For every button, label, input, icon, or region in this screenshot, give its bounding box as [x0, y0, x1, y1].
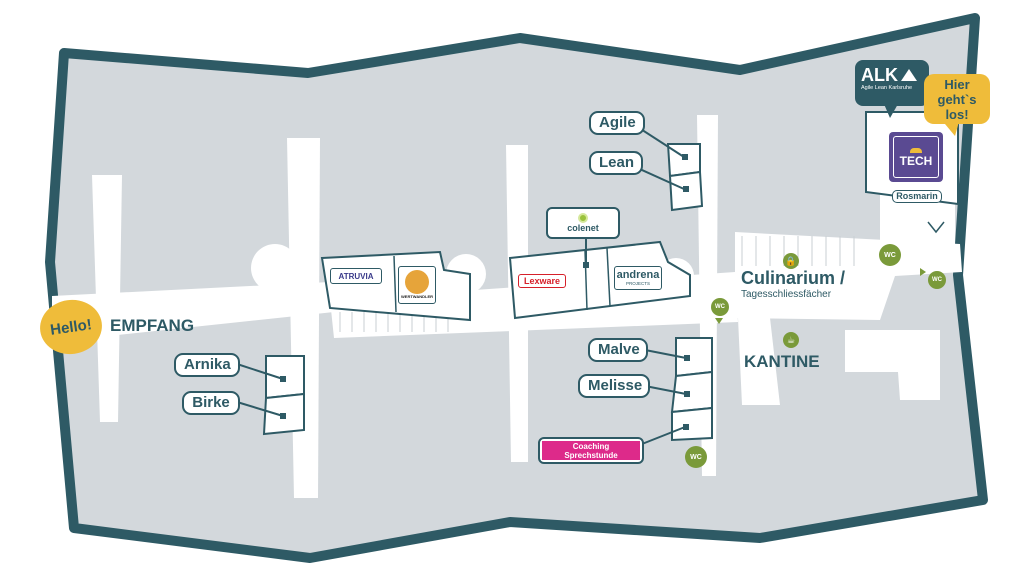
- arrow-down-icon: [715, 318, 723, 324]
- logo-wertwandler[interactable]: WERTWANDLER: [398, 266, 436, 304]
- coffee-cup-icon: ☕: [783, 332, 799, 348]
- start-bubble: Hier geht`s los!: [924, 74, 990, 124]
- coaching-line-2: Sprechstunde: [564, 450, 618, 460]
- hatch-areas: [339, 236, 855, 332]
- tech-badge[interactable]: TECH: [889, 132, 943, 182]
- colenet-text: colenet: [567, 223, 599, 233]
- wc-icon-center: WC: [711, 298, 729, 316]
- wertwandler-text: WERTWANDLER: [401, 294, 433, 299]
- atruvia-text: ATRUVIA: [338, 271, 374, 281]
- room-coaching: [671, 406, 713, 442]
- room-label-melisse[interactable]: Melisse: [578, 374, 650, 398]
- logo-colenet[interactable]: colenet: [546, 207, 620, 239]
- area-kantine: KANTINE: [744, 352, 820, 371]
- area-tagesschliessfaecher: Tagesschliessfächer: [741, 289, 832, 300]
- wc-icon-right: WC: [928, 271, 946, 289]
- coaching-line-1: Coaching: [572, 441, 610, 451]
- logo-atruvia[interactable]: ATRUVIA: [330, 268, 382, 284]
- room-label-agile[interactable]: Agile: [589, 111, 645, 135]
- colenet-flower-icon: [578, 213, 588, 223]
- alk-logo-text: ALK: [861, 65, 898, 85]
- start-line-2: geht`s: [937, 92, 977, 107]
- coaching-badge: Coaching Sprechstunde: [542, 441, 640, 460]
- lock-icon: 🔒: [783, 253, 799, 269]
- andrena-sub: PROJECTS: [625, 280, 650, 286]
- room-label-coaching[interactable]: Coaching Sprechstunde: [538, 437, 644, 464]
- lexware-text: Lexware: [523, 276, 561, 286]
- alk-badge[interactable]: ALK Agile Lean Karlsruhe: [855, 60, 929, 106]
- logo-andrena[interactable]: andrena PROJECTS: [614, 266, 662, 290]
- wc-icon-top-right: WC: [879, 244, 901, 266]
- tech-text: TECH: [899, 153, 933, 168]
- alk-subtitle: Agile Lean Karlsruhe: [861, 85, 913, 91]
- alk-mountain-icon: [901, 69, 917, 81]
- tech-cloud-icon: [910, 147, 922, 153]
- andrena-text: andrena: [616, 268, 660, 281]
- room-label-lean[interactable]: Lean: [589, 151, 643, 175]
- hello-text: Hello!: [49, 315, 93, 339]
- room-label-malve[interactable]: Malve: [588, 338, 648, 362]
- wc-icon-bottom: WC: [685, 446, 707, 468]
- booth-lexware-colenet-andrena: [508, 240, 691, 320]
- room-label-birke[interactable]: Birke: [182, 391, 240, 415]
- arrow-right-icon: [920, 268, 926, 276]
- area-culinarium: Culinarium /: [741, 268, 846, 288]
- area-empfang: EMPFANG: [110, 316, 195, 335]
- room-label-rosmarin[interactable]: Rosmarin: [892, 190, 942, 203]
- start-line-1: Hier: [944, 77, 970, 92]
- logo-lexware[interactable]: Lexware: [518, 274, 566, 288]
- room-label-arnika[interactable]: Arnika: [174, 353, 240, 377]
- wertwandler-circle-icon: [405, 270, 429, 294]
- start-line-3: los!: [945, 107, 969, 122]
